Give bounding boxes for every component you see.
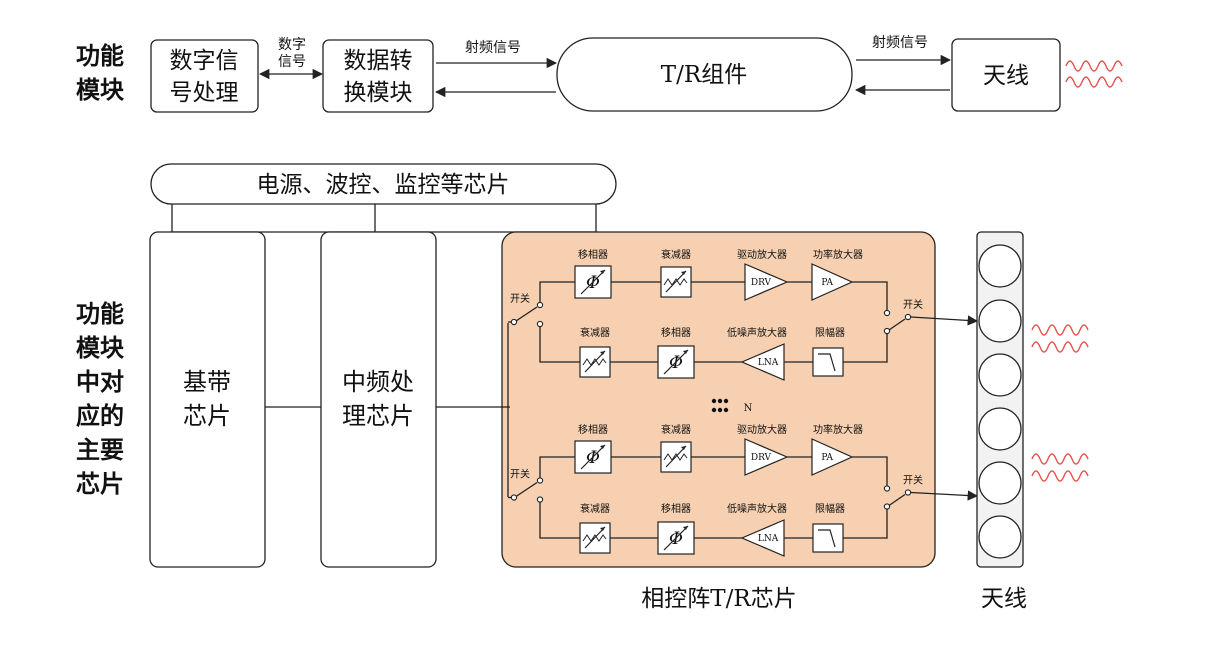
antenna-caption: 天线: [981, 586, 1027, 612]
bottom-section-label: 功能 模块 中对 应的 主要 芯片: [76, 300, 124, 498]
tr-channel-2: 开关Φ移相器衰减器DRV驱动放大器PA功率放大器衰减器Φ移相器LNA低噪声放大器…: [508, 423, 923, 557]
switch-label-in: 开关: [510, 292, 530, 305]
tr-module-label: T/R组件: [661, 62, 747, 88]
antenna-element-2: [978, 299, 1022, 343]
rx-limiter-label: 限幅器: [815, 502, 845, 515]
dsp-label-2: 号处理: [170, 80, 239, 106]
rf-signal-label-1: 射频信号: [465, 40, 521, 56]
tx-driver-amp: [744, 438, 789, 476]
tx-phase-shifter-label: 移相器: [578, 423, 608, 436]
switch-label-out: 开关: [903, 474, 923, 487]
antenna-box-top: [951, 38, 1061, 112]
switch-label-out: 开关: [903, 298, 923, 311]
tx-attenuator-label: 衰减器: [661, 423, 691, 436]
if-label-1: 中频处: [342, 368, 414, 396]
svg-text:Φ: Φ: [669, 353, 683, 373]
tx-power-amp: [811, 263, 854, 301]
svg-text:应的: 应的: [76, 402, 124, 430]
rx-attenuator-label: 衰减器: [580, 502, 610, 515]
rx-phase-shifter-label: 移相器: [661, 326, 691, 339]
svg-text:LNA: LNA: [758, 534, 779, 544]
tx-power-amp-label: 功率放大器: [813, 248, 863, 261]
baseband-chip: [149, 231, 266, 568]
tr-chip-caption: 相控阵T/R芯片: [641, 586, 796, 612]
converter-label-1: 数据转: [344, 48, 413, 74]
baseband-label-2: 芯片: [183, 402, 231, 430]
dsp-box: [150, 39, 259, 113]
antenna-elements: [978, 244, 1022, 559]
digital-signal-label-2: 信号: [278, 54, 306, 70]
antenna-element-1: [978, 244, 1022, 288]
svg-text:DRV: DRV: [751, 453, 772, 463]
antenna-element-3: [978, 353, 1022, 397]
svg-text:Φ: Φ: [586, 273, 600, 293]
top-section-label-2: 模块: [76, 76, 124, 104]
tx-driver-amp-label: 驱动放大器: [737, 423, 787, 436]
digital-signal-label-1: 数字: [278, 37, 306, 53]
tx-driver-amp: [744, 263, 789, 301]
svg-text:Φ: Φ: [586, 448, 600, 468]
svg-text:主要: 主要: [76, 436, 124, 464]
converter-label-2: 换模块: [344, 80, 413, 106]
svg-text:功能: 功能: [76, 300, 124, 328]
power-control-label: 电源、波控、监控等芯片: [257, 172, 510, 198]
ellipsis-dots: [711, 398, 729, 413]
tx-power-amp-label: 功率放大器: [813, 423, 863, 436]
converter-box: [322, 39, 434, 113]
tx-attenuator-label: 衰减器: [661, 248, 691, 261]
rx-lna-label: 低噪声放大器: [727, 326, 787, 339]
tr-channels: 开关Φ移相器衰减器DRV驱动放大器PA功率放大器衰减器Φ移相器LNA低噪声放大器…: [508, 248, 979, 557]
svg-text:芯片: 芯片: [76, 470, 124, 498]
if-chip: [320, 231, 437, 568]
power-control-bar: [150, 163, 617, 205]
radiation-wave-top: [1065, 60, 1123, 88]
svg-text:PA: PA: [821, 453, 833, 463]
svg-text:PA: PA: [821, 278, 833, 288]
antenna-element-4: [978, 407, 1022, 451]
rx-limiter: [812, 347, 844, 377]
tx-phase-shifter-label: 移相器: [578, 248, 608, 261]
feed-line-2: [910, 490, 979, 501]
rf-signal-label-2: 射频信号: [872, 35, 928, 51]
dsp-label-1: 数字信: [170, 48, 239, 74]
antenna-element-5: [978, 461, 1022, 505]
radiation-wave-2: [1031, 453, 1089, 482]
svg-text:LNA: LNA: [758, 358, 779, 368]
tr-channel-1: 开关Φ移相器衰减器DRV驱动放大器PA功率放大器衰减器Φ移相器LNA低噪声放大器…: [508, 248, 923, 381]
bus-lines: [171, 204, 597, 233]
antenna-label-top: 天线: [983, 63, 1029, 89]
rx-phase-shifter-label: 移相器: [661, 502, 691, 515]
radiation-wave-1: [1031, 324, 1089, 353]
rx-phase-shifter: [657, 521, 695, 555]
top-section-label-1: 功能: [76, 42, 124, 70]
tr-module-box: [556, 37, 853, 112]
rx-attenuator-label: 衰减器: [580, 326, 610, 339]
svg-text:中对: 中对: [76, 368, 124, 396]
rx-limiter-label: 限幅器: [815, 326, 845, 339]
svg-text:模块: 模块: [76, 334, 124, 362]
svg-text:Φ: Φ: [669, 529, 683, 549]
switch-label-in: 开关: [510, 468, 530, 481]
antenna-element-6: [978, 515, 1022, 559]
feed-line-1: [910, 315, 979, 326]
if-label-2: 理芯片: [342, 402, 414, 430]
svg-text:DRV: DRV: [751, 278, 772, 288]
tx-driver-amp-label: 驱动放大器: [737, 248, 787, 261]
baseband-label-1: 基带: [183, 368, 231, 396]
rx-limiter: [812, 523, 844, 553]
rx-lna-label: 低噪声放大器: [727, 502, 787, 515]
tx-power-amp: [811, 438, 854, 476]
channel-count-n: N: [744, 403, 753, 414]
